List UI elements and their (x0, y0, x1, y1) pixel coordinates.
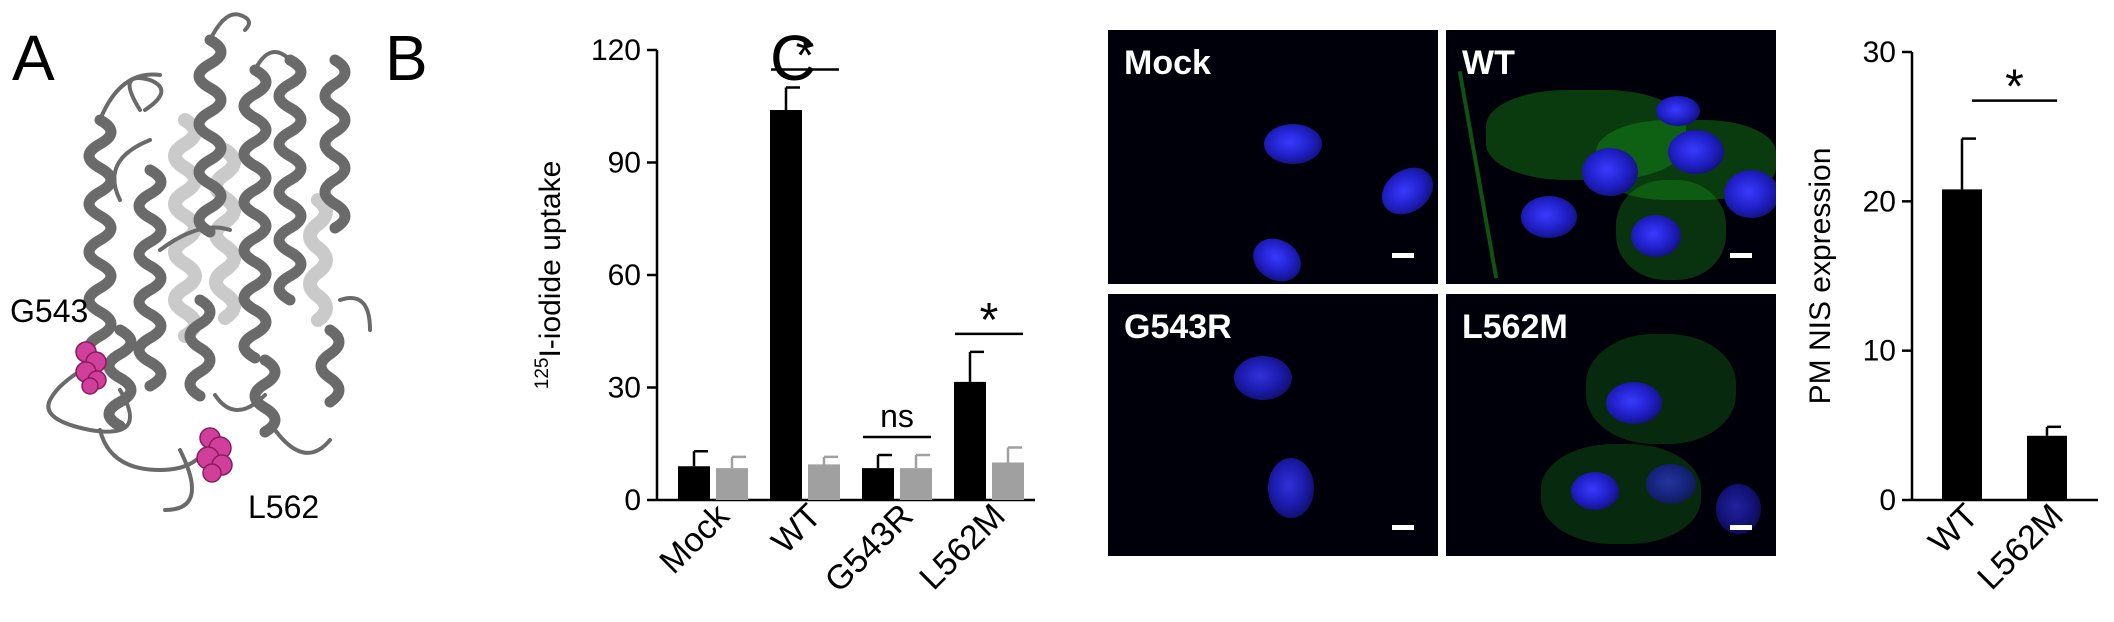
bar (808, 464, 840, 500)
nucleus (1668, 130, 1724, 174)
bar (862, 468, 894, 500)
bar (992, 462, 1024, 500)
micrograph-label-l562m: L562M (1462, 308, 1568, 346)
nucleus (1372, 158, 1438, 224)
y-axis-label: PM NIS expression (1804, 148, 1837, 405)
y-tick-label: 20 (1863, 185, 1896, 218)
nucleus (1264, 124, 1322, 164)
nucleus (1582, 148, 1638, 196)
bar (770, 110, 802, 500)
nucleus (1656, 96, 1700, 126)
x-tick-label: WT (1921, 497, 1985, 561)
significance-label: * (796, 30, 815, 83)
y-tick-label: 0 (1879, 484, 1896, 517)
y-tick-label: 120 (591, 34, 641, 67)
nucleus (1268, 458, 1314, 518)
nucleus (1646, 464, 1696, 504)
nucleus (1571, 472, 1619, 510)
nucleus (1245, 230, 1309, 284)
panel-letter-a: A (12, 22, 55, 94)
x-tick-label: L562M (1970, 497, 2070, 597)
nucleus (1606, 382, 1662, 424)
scale-bar (1730, 253, 1752, 258)
bar (954, 381, 986, 500)
significance-label: ns (880, 398, 914, 434)
micrograph-g543r: G543R (1108, 294, 1438, 556)
bar (678, 466, 710, 500)
bar (1942, 189, 1982, 501)
significance-label: * (2005, 61, 2024, 114)
y-tick-label: 30 (1863, 36, 1896, 69)
bar (900, 468, 932, 500)
y-tick-label: 10 (1863, 335, 1896, 368)
scale-bar (1730, 525, 1752, 530)
y-tick-label: 30 (608, 372, 641, 405)
micrograph-label-g543r: G543R (1124, 308, 1232, 346)
micrograph-label-wt: WT (1462, 44, 1515, 82)
nucleus (1631, 215, 1681, 257)
protein-ribbon (46, 12, 372, 512)
micrograph-mock: Mock (1108, 30, 1438, 284)
nucleus (1521, 196, 1577, 238)
protein-structure: G543 L562 (10, 12, 372, 525)
x-tick-label: L562M (912, 497, 1012, 597)
micrograph-l562m: L562M (1446, 294, 1776, 556)
x-tick-label: Mock (652, 496, 737, 581)
panel-letter-c: C (770, 22, 817, 94)
y-tick-label: 90 (608, 147, 641, 180)
y-axis-label-superscript: 125 (532, 358, 553, 390)
y-tick-label: 0 (624, 484, 641, 517)
x-tick-label: WT (764, 497, 828, 561)
significance-label: * (980, 294, 999, 347)
nucleus (1234, 356, 1292, 400)
mutation-label-l562: L562 (248, 489, 319, 525)
y-axis-label: 125I-iodide uptake (532, 161, 567, 390)
scale-bar (1392, 525, 1414, 530)
nucleus (1724, 170, 1776, 218)
scale-bar (1392, 253, 1414, 258)
membrane-stain (1586, 334, 1736, 444)
mutation-label-g543: G543 (10, 293, 88, 329)
bar (2027, 435, 2067, 500)
x-tick-label: G543R (818, 497, 921, 600)
micrograph-wt: WT (1446, 30, 1776, 284)
y-tick-label: 60 (608, 259, 641, 292)
mutation-spheres (75, 341, 233, 483)
y-axis-label-text: I-iodide uptake (534, 161, 567, 358)
bar (716, 468, 748, 500)
membrane-stain (1457, 70, 1499, 279)
micrograph-label-mock: Mock (1124, 44, 1211, 82)
panel-letter-b: B (385, 22, 428, 94)
